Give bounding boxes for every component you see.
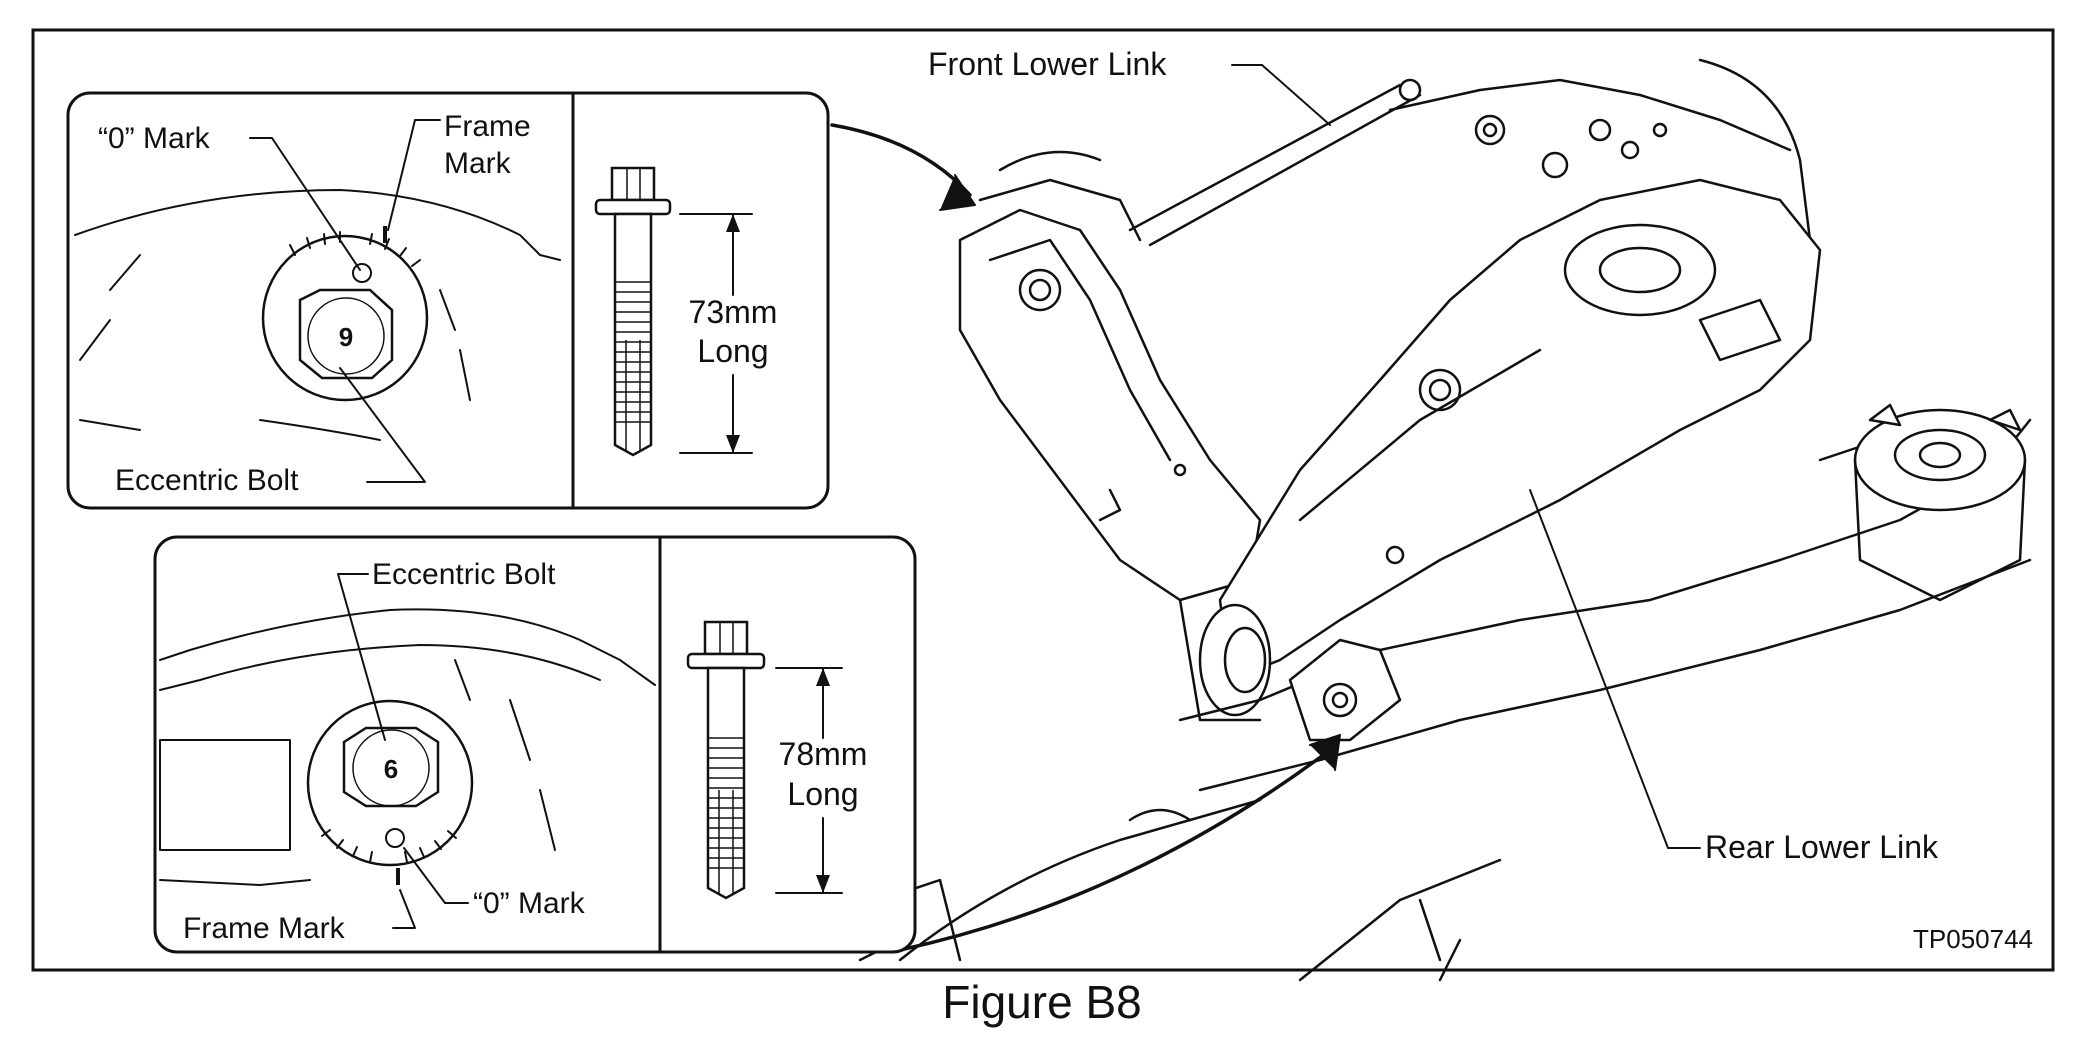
inset-bottom-bolt-side-view: 78mm Long (686, 620, 868, 900)
inset-bottom-length-line1: 78mm (779, 736, 868, 772)
inset-top-frame-mark-label-line1: Frame (444, 110, 531, 143)
inset-top-eccentric-bolt-label: Eccentric Bolt (115, 464, 299, 497)
inset-bottom-zero-mark-label: “0” Mark (473, 887, 586, 920)
rear-lower-link-label: Rear Lower Link (1705, 829, 1939, 865)
inset-bottom-bolt-assembly: 6 (306, 699, 474, 885)
inset-top-bolt-digit: 9 (339, 322, 353, 352)
inset-top-bolt-assembly: 9 (261, 226, 429, 402)
inset-bottom-frame-mark-label: Frame Mark (183, 912, 346, 945)
inset-top-frame-mark-label-line2: Mark (444, 147, 512, 180)
figure-caption: Figure B8 (942, 976, 1141, 1028)
suspension-illustration (858, 58, 2032, 982)
inset-bottom-length-line2: Long (787, 776, 858, 812)
inset-top-length-line2: Long (697, 333, 768, 369)
inset-top: 9 “0” Mark Frame Mark Eccentric Bolt (66, 91, 830, 510)
front-lower-link-label: Front Lower Link (928, 46, 1167, 82)
inset-top-length-line1: 73mm (689, 294, 778, 330)
pointer-arrows (830, 123, 1341, 952)
inset-bottom: 6 Eccentric Bolt “0” Mark Frame Mark (153, 535, 917, 954)
inset-bottom-eccentric-bolt-label: Eccentric Bolt (372, 558, 556, 591)
inset-top-zero-mark-label: “0” Mark (98, 122, 211, 155)
inset-top-bolt-side-view: 73mm Long (594, 166, 778, 457)
reference-code: TP050744 (1913, 924, 2033, 954)
inset-bottom-bolt-digit: 6 (384, 754, 398, 784)
front-lower-link-leader (1231, 64, 1331, 126)
rear-lower-link-leader (1529, 489, 1701, 849)
